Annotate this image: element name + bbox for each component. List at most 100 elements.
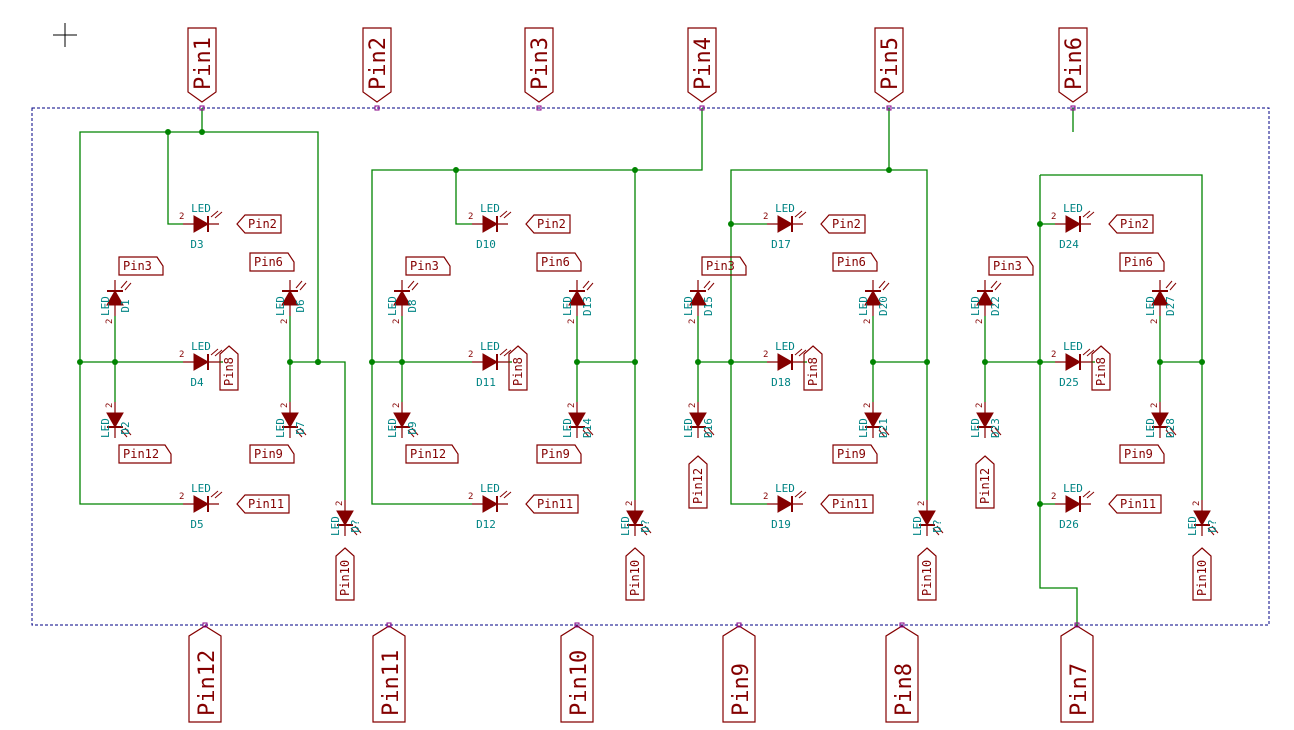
global-label[interactable]: Pin12 <box>688 455 708 509</box>
global-label[interactable]: Pin11 <box>820 494 874 514</box>
led-value: LED <box>1063 340 1083 353</box>
junction-dot <box>632 167 638 173</box>
global-label-text: Pin2 <box>832 217 861 231</box>
bottom-port-pin8[interactable]: Pin8 <box>885 622 919 723</box>
bottom-port-text: Pin7 <box>1067 663 1092 716</box>
global-label[interactable]: Pin3 <box>405 256 451 276</box>
pin-number: 2 <box>468 212 473 222</box>
global-label[interactable]: Pin3 <box>118 256 164 276</box>
top-port-pin4[interactable]: Pin4 <box>687 27 717 111</box>
bottom-port-pin11[interactable]: Pin11 <box>372 622 406 723</box>
global-label[interactable]: Pin10 <box>917 547 937 601</box>
global-label-text: Pin9 <box>541 447 570 461</box>
top-port-pin1[interactable]: Pin1 <box>187 27 217 111</box>
global-label[interactable]: Pin3 <box>988 256 1034 276</box>
top-port-pin5[interactable]: Pin5 <box>874 27 904 111</box>
junction-dot <box>1037 359 1043 365</box>
led-ref: D10 <box>476 238 496 251</box>
global-label[interactable]: Pin9 <box>536 444 582 464</box>
top-port-pin6[interactable]: Pin6 <box>1058 27 1088 111</box>
global-label[interactable]: Pin6 <box>536 252 582 272</box>
led-value: LED <box>1144 418 1157 438</box>
led-ref: D? <box>1206 519 1219 532</box>
pin-number: 2 <box>280 319 290 324</box>
global-label[interactable]: Pin6 <box>832 252 878 272</box>
global-label[interactable]: Pin6 <box>1119 252 1165 272</box>
global-label[interactable]: Pin10 <box>625 547 645 601</box>
global-label[interactable]: Pin8 <box>219 345 239 391</box>
global-label[interactable]: Pin10 <box>335 547 355 601</box>
pin-number: 2 <box>863 403 873 408</box>
global-label[interactable]: Pin12 <box>405 444 459 464</box>
global-label[interactable]: Pin2 <box>236 214 282 234</box>
global-label[interactable]: Pin2 <box>1108 214 1154 234</box>
global-label-text: Pin11 <box>1120 497 1156 511</box>
global-label[interactable]: Pin2 <box>525 214 571 234</box>
pin-number: 2 <box>1051 492 1056 502</box>
bottom-port-pin12[interactable]: Pin12 <box>188 622 222 723</box>
led-value: LED <box>775 482 795 495</box>
global-label[interactable]: Pin11 <box>525 494 579 514</box>
led-ref: D12 <box>476 518 496 531</box>
global-label[interactable]: Pin9 <box>832 444 878 464</box>
wire <box>635 108 703 171</box>
bottom-port-pin7[interactable]: Pin7 <box>1060 622 1094 723</box>
led-value: LED <box>911 516 924 536</box>
global-label[interactable]: Pin9 <box>249 444 295 464</box>
global-label[interactable]: Pin12 <box>118 444 172 464</box>
global-label-text: Pin9 <box>254 447 283 461</box>
global-label-text: Pin8 <box>1094 357 1108 386</box>
global-label[interactable]: Pin8 <box>508 345 528 391</box>
top-port-pin3[interactable]: Pin3 <box>524 27 554 111</box>
global-label[interactable]: Pin8 <box>1091 345 1111 391</box>
global-label[interactable]: Pin6 <box>249 252 295 272</box>
global-label[interactable]: Pin12 <box>975 455 995 509</box>
global-label[interactable]: Pin10 <box>1192 547 1212 601</box>
global-label[interactable]: Pin8 <box>803 345 823 391</box>
global-label[interactable]: Pin9 <box>1119 444 1165 464</box>
global-label[interactable]: Pin11 <box>236 494 290 514</box>
wire <box>371 362 472 505</box>
top-port-pin2[interactable]: Pin2 <box>362 27 392 111</box>
bottom-port-pin10[interactable]: Pin10 <box>560 622 594 723</box>
bottom-port-pin9[interactable]: Pin9 <box>722 622 756 723</box>
global-label-text: Pin9 <box>837 447 866 461</box>
global-label[interactable]: Pin2 <box>820 214 866 234</box>
global-label[interactable]: Pin11 <box>1108 494 1162 514</box>
global-label[interactable]: Pin3 <box>701 256 747 276</box>
